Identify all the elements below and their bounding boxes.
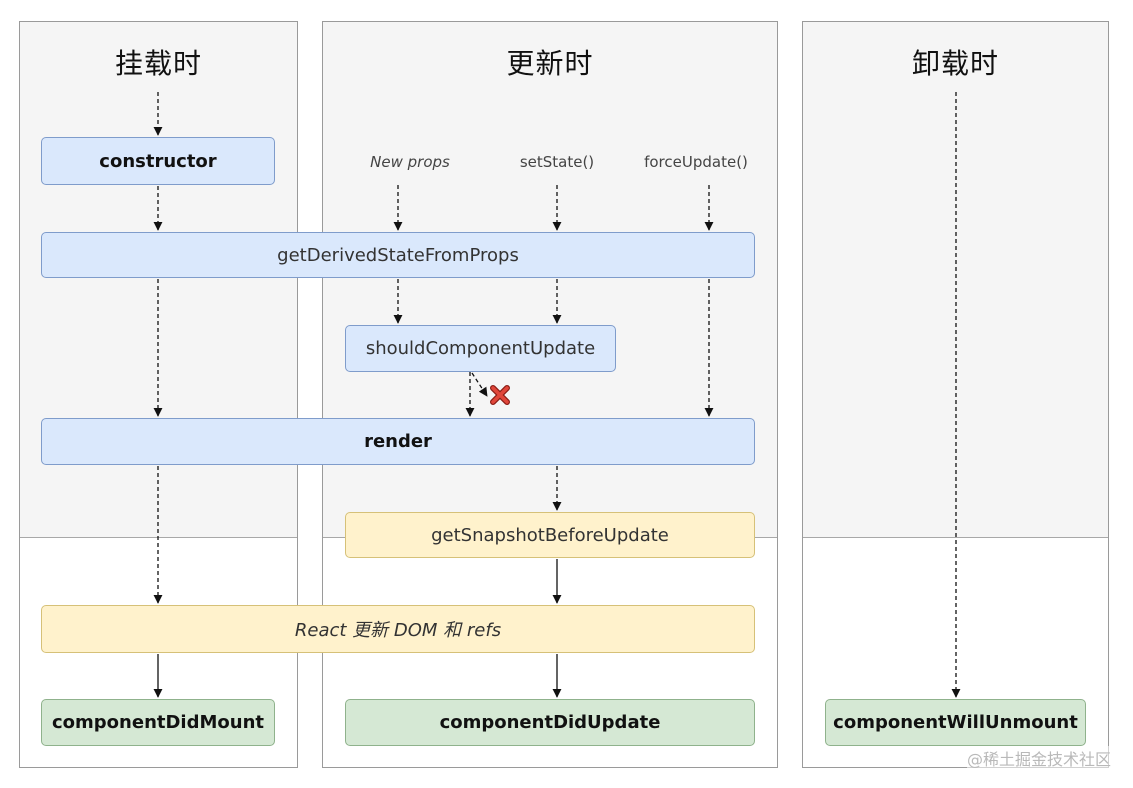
constructor-box: constructor [41, 137, 275, 185]
updating-title: 更新时 [506, 47, 594, 80]
phase-divider [803, 537, 1108, 538]
unmounting-title: 卸载时 [911, 47, 999, 80]
render-box: render [41, 418, 755, 465]
trigger-force-update: forceUpdate() [644, 153, 748, 171]
component-will-unmount-box: componentWillUnmount [825, 699, 1086, 746]
get-derived-state-from-props-box: getDerivedStateFromProps [41, 232, 755, 278]
should-component-update-box: shouldComponentUpdate [345, 325, 616, 372]
get-snapshot-before-update-box: getSnapshotBeforeUpdate [345, 512, 755, 558]
trigger-set-state: setState() [519, 153, 595, 171]
component-did-update-box: componentDidUpdate [345, 699, 755, 746]
react-updates-dom-box: React 更新 DOM 和 refs [41, 605, 755, 653]
watermark: @稀土掘金技术社区 [966, 746, 1111, 770]
arrow-scu-cancel [471, 372, 488, 397]
trigger-new-props: New props [370, 153, 450, 171]
mounting-title: 挂载时 [114, 47, 202, 80]
red-x-icon [490, 385, 510, 405]
component-did-mount-box: componentDidMount [41, 699, 275, 746]
